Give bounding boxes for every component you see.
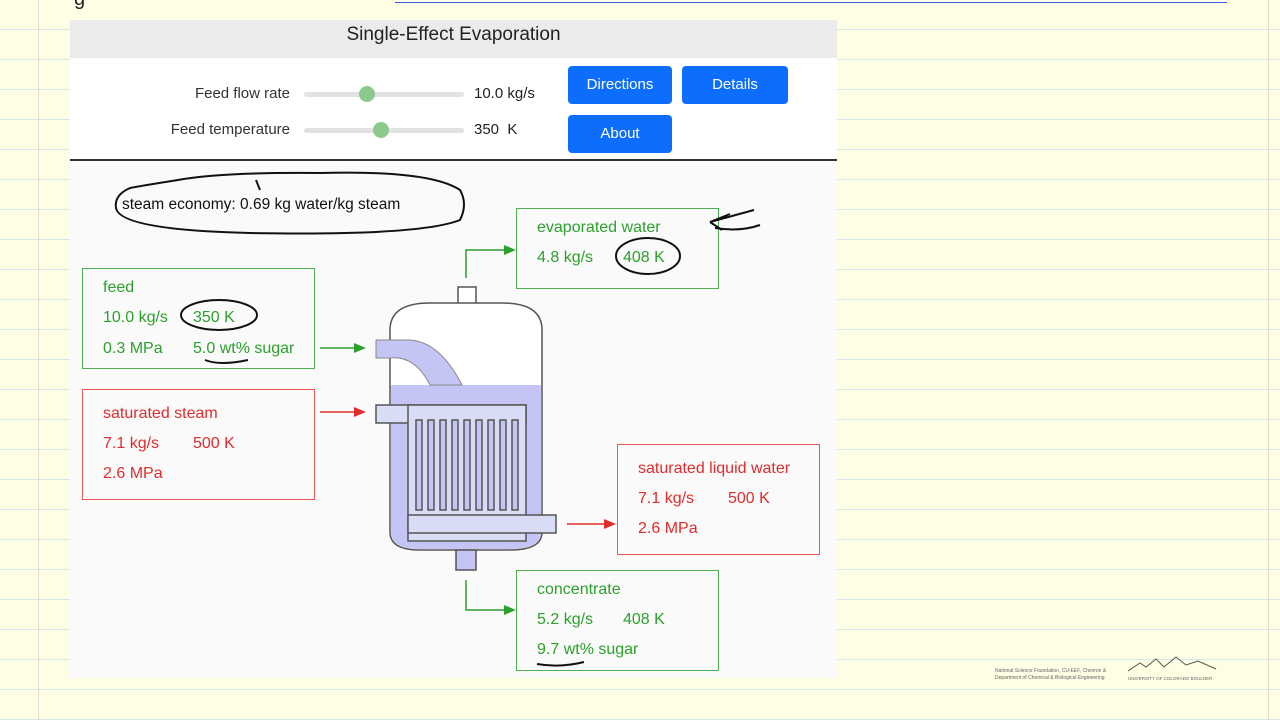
footer-university: UNIVERSITY OF COLORADO BOULDER	[1128, 676, 1213, 681]
mountain-logo	[1128, 656, 1217, 672]
feed-composition: 5.0 wt% sugar	[193, 340, 295, 357]
feed-temp-label: Feed temperature	[170, 121, 290, 138]
feed-flow-value: 10.0 kg/s	[474, 85, 535, 102]
steam-flow: 7.1 kg/s	[103, 435, 160, 452]
concentrate-title: concentrate	[537, 581, 621, 598]
footer-line-2: Department of Chemical & Biological Engi…	[995, 675, 1105, 681]
feed-flow-label: Feed flow rate	[194, 85, 290, 102]
steam-box: saturated steam 7.1 kg/s 500 K 2.6 MPa	[82, 389, 315, 500]
feed-title: feed	[103, 279, 135, 296]
feed-temp-slider[interactable]	[304, 122, 464, 138]
footer-credits: National Science Foundation, CU-EEF, Che…	[995, 668, 1106, 682]
evaporated-temp: 408 K	[623, 249, 665, 266]
liquid-water-box: saturated liquid water 7.1 kg/s 500 K 2.…	[617, 444, 820, 555]
simulation-panel: Single-Effect Evaporation Feed flow rate…	[70, 20, 837, 678]
liquid-flow: 7.1 kg/s	[638, 490, 695, 507]
feed-temp-slider-thumb[interactable]	[373, 122, 389, 138]
liquid-temp: 500 K	[728, 490, 770, 507]
concentrate-composition: 9.7 wt% sugar	[537, 641, 639, 658]
page-title: Single-Effect Evaporation	[70, 20, 837, 58]
liquid-pressure: 2.6 MPa	[638, 520, 698, 537]
feed-flow-slider[interactable]	[304, 86, 464, 102]
notebook-margin-line	[38, 0, 39, 720]
concentrate-flow: 5.2 kg/s	[537, 611, 594, 628]
evaporated-title: evaporated water	[537, 219, 661, 236]
feed-flow-slider-thumb[interactable]	[359, 86, 375, 102]
evaporator-vessel	[375, 286, 557, 571]
controls-panel: Feed flow rate 10.0 kg/s Feed temperatur…	[70, 58, 837, 161]
stream-arrows	[320, 245, 616, 615]
feed-pressure: 0.3 MPa	[103, 340, 163, 357]
concentrate-box: concentrate 5.2 kg/s 408 K 9.7 wt% sugar	[516, 570, 719, 671]
feed-box: feed 10.0 kg/s 350 K 0.3 MPa 5.0 wt% sug…	[82, 268, 315, 369]
feed-flow: 10.0 kg/s	[103, 309, 168, 326]
steam-temp: 500 K	[193, 435, 235, 452]
top-link-underline[interactable]	[395, 0, 1227, 3]
evaporated-flow: 4.8 kg/s	[537, 249, 594, 266]
directions-button[interactable]: Directions	[568, 66, 672, 104]
steam-title: saturated steam	[103, 405, 218, 422]
steam-pressure: 2.6 MPa	[103, 465, 163, 482]
concentrate-temp: 408 K	[623, 611, 665, 628]
about-button[interactable]: About	[568, 115, 672, 153]
top-clipped-text: g	[74, 0, 85, 11]
liquid-title: saturated liquid water	[638, 460, 791, 477]
footer-line-1: National Science Foundation, CU-EEF, Che…	[995, 668, 1107, 674]
steam-economy-text: steam economy: 0.69 kg water/kg steam	[122, 196, 401, 213]
evaporated-box: evaporated water 4.8 kg/s 408 K	[516, 208, 719, 289]
details-button[interactable]: Details	[682, 66, 788, 104]
feed-temp: 350 K	[193, 309, 235, 326]
feed-temp-value: 350 K	[474, 121, 518, 138]
notebook-right-line	[1268, 0, 1269, 720]
